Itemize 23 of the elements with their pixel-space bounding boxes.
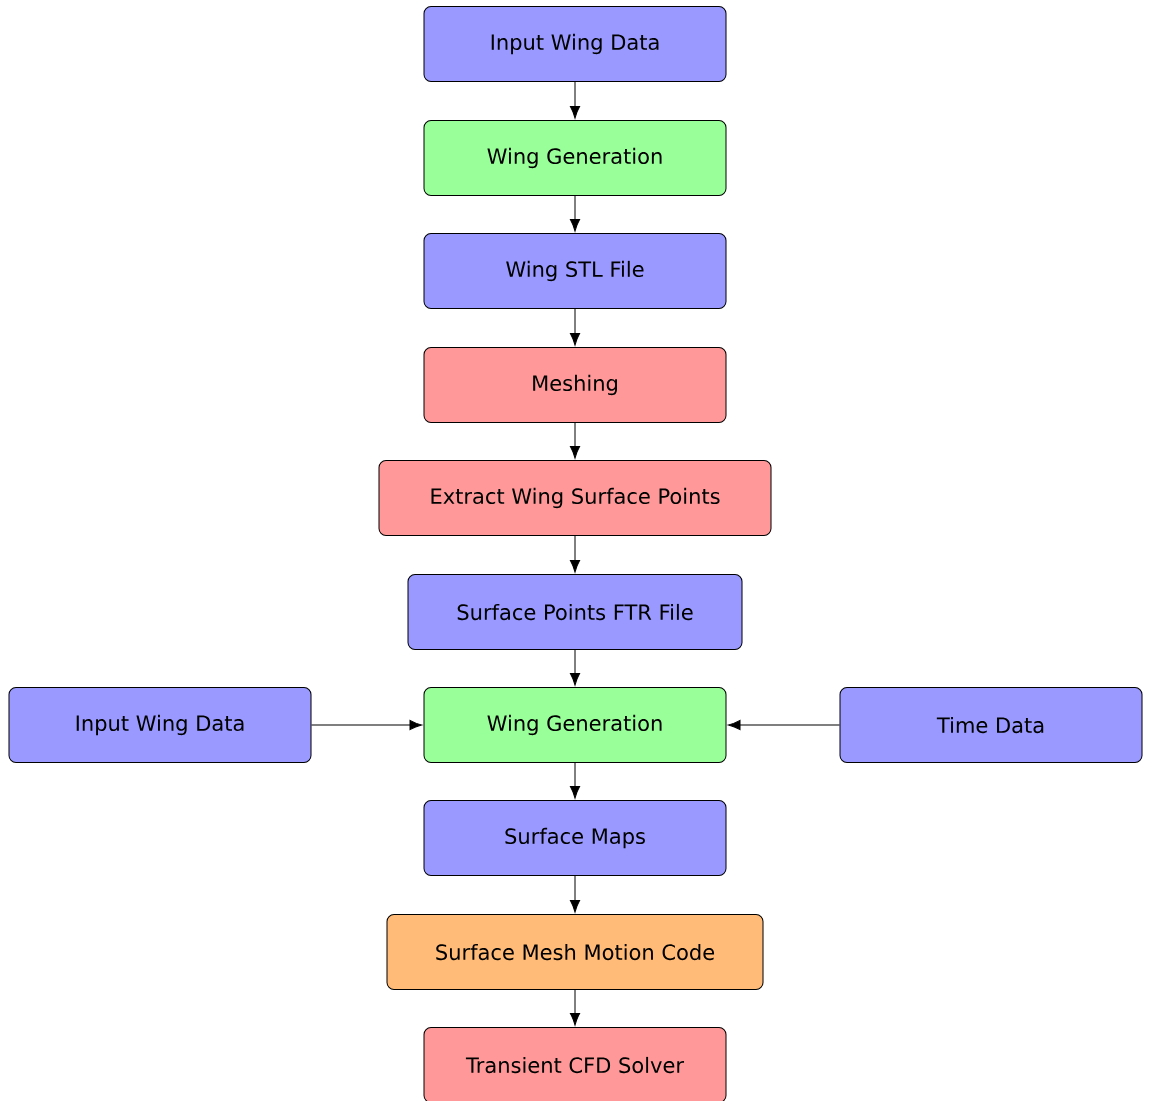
- process-box: Transient CFD Solver: [423, 1027, 727, 1101]
- arrow: [569, 762, 581, 799]
- arrow: [569, 308, 581, 346]
- process-box: Wing Generation: [423, 120, 727, 196]
- arrow: [569, 649, 581, 686]
- arrow: [569, 875, 581, 913]
- process-box: Extract Wing Surface Points: [378, 460, 772, 536]
- arrow: [569, 81, 581, 119]
- arrow: [569, 195, 581, 232]
- process-box: Input Wing Data: [423, 6, 727, 82]
- process-box: Wing STL File: [423, 233, 727, 309]
- arrow: [311, 719, 423, 731]
- process-box: Meshing: [423, 347, 727, 423]
- process-box: Surface Mesh Motion Code: [386, 914, 764, 990]
- arrow: [569, 535, 581, 573]
- arrow: [728, 719, 840, 731]
- process-box: Input Wing Data: [8, 687, 312, 763]
- arrow: [569, 989, 581, 1026]
- process-box: Surface Points FTR File: [407, 574, 743, 650]
- process-box: Time Data: [839, 687, 1143, 763]
- arrow: [569, 422, 581, 459]
- process-box: Wing Generation: [423, 687, 727, 763]
- process-box: Surface Maps: [423, 800, 727, 876]
